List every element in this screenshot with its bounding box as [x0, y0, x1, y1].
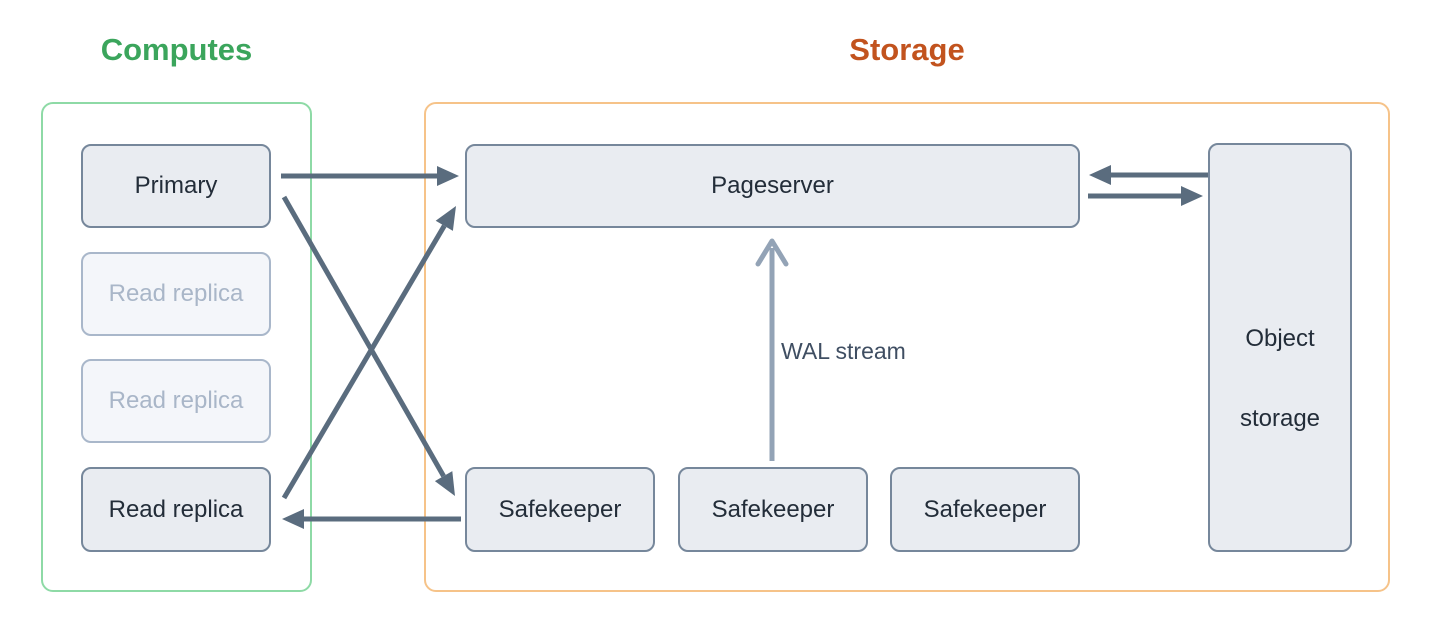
node-object-storage-label-line2: storage — [1239, 405, 1321, 432]
node-read-replica-3-label: Read replica — [108, 495, 244, 523]
node-read-replica-1-label: Read replica — [108, 280, 244, 307]
node-read-replica-3: Read replica — [81, 467, 271, 552]
node-safekeeper-2: Safekeeper — [678, 467, 868, 552]
node-object-storage-label-line1: Object — [1245, 325, 1315, 352]
node-safekeeper-2-label: Safekeeper — [711, 495, 835, 523]
node-object-storage: Object storage — [1208, 143, 1352, 552]
node-read-replica-2-label: Read replica — [108, 387, 244, 414]
node-primary: Primary — [81, 144, 271, 228]
node-read-replica-1: Read replica — [81, 252, 271, 336]
node-pageserver: Pageserver — [465, 144, 1080, 228]
node-safekeeper-3-label: Safekeeper — [923, 495, 1047, 523]
node-safekeeper-1-label: Safekeeper — [498, 495, 622, 523]
storage-group-title: Storage — [849, 32, 965, 67]
wal-stream-label: WAL stream — [781, 338, 906, 364]
node-primary-label: Primary — [134, 172, 218, 199]
node-read-replica-2: Read replica — [81, 359, 271, 443]
node-safekeeper-1: Safekeeper — [465, 467, 655, 552]
computes-group-title: Computes — [100, 32, 253, 67]
node-safekeeper-3: Safekeeper — [890, 467, 1080, 552]
node-pageserver-label: Pageserver — [711, 172, 834, 199]
